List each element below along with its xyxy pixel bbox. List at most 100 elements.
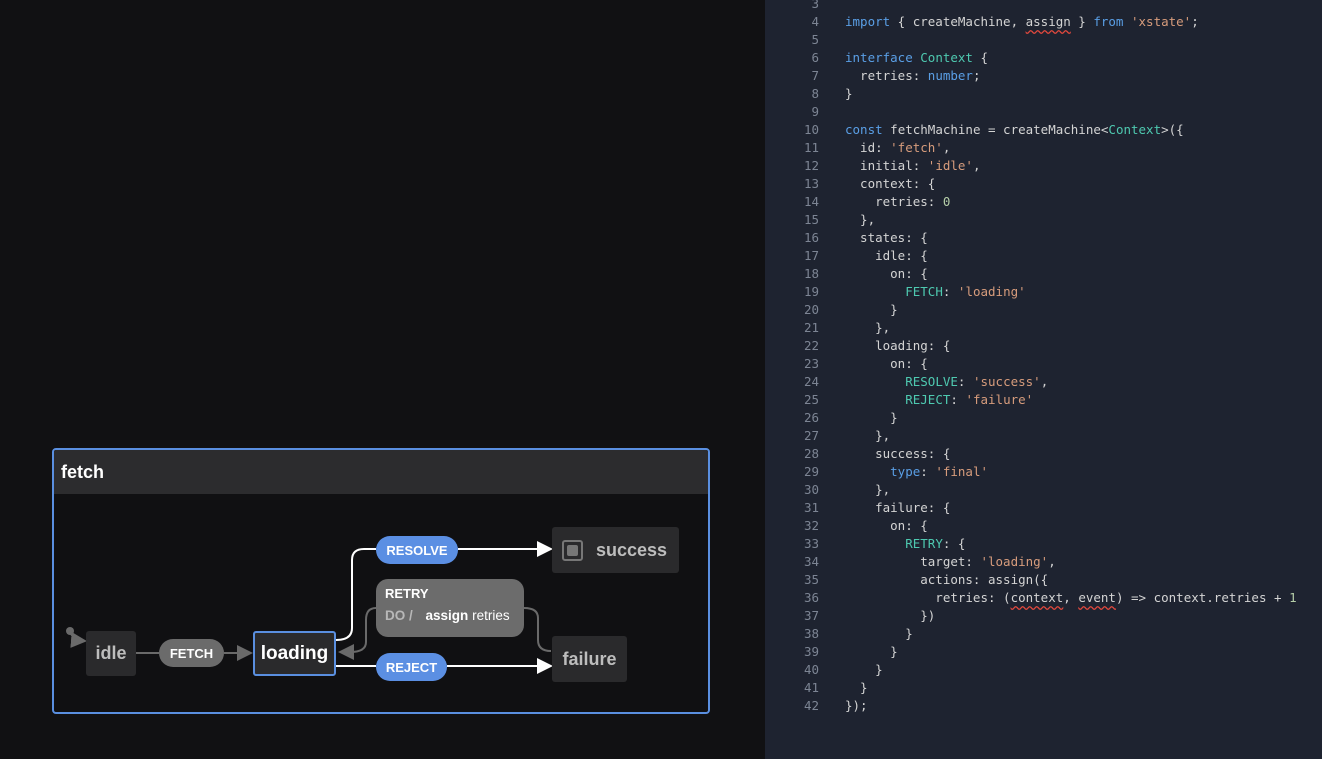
retry-action: DO / assign retries [385,608,515,623]
code-text: } [845,644,898,659]
code-line[interactable]: 40 } [765,661,1322,679]
code-line[interactable]: 7 retries: number; [765,67,1322,85]
code-text: }, [845,320,891,335]
code-line[interactable]: 15 }, [765,211,1322,229]
code-line[interactable]: 39 } [765,643,1322,661]
code-line[interactable]: 42}); [765,697,1322,715]
event-reject-label: REJECT [385,659,438,675]
code-text: retries: (context, event) => context.ret… [845,590,1297,605]
state-failure-label: failure [562,648,617,669]
code-line[interactable]: 29 type: 'final' [765,463,1322,481]
code-text: on: { [845,356,928,371]
code-line[interactable]: 17 idle: { [765,247,1322,265]
code-line[interactable]: 24 RESOLVE: 'success', [765,373,1322,391]
edge-retry-loading [338,607,377,660]
state-loading-label: loading [260,642,329,664]
code-text: actions: assign({ [845,572,1049,587]
state-loading[interactable]: loading [253,631,336,676]
code-line[interactable]: 27 }, [765,427,1322,445]
code-line[interactable]: 8} [765,85,1322,103]
code-text: interface Context { [845,50,989,65]
code-line[interactable]: 26 } [765,409,1322,427]
code-text: states: { [845,230,928,245]
code-text: target: 'loading', [845,554,1056,569]
line-number: 37 [803,608,819,623]
line-number: 14 [803,194,819,209]
code-text: }, [845,482,891,497]
code-line[interactable]: 35 actions: assign({ [765,571,1322,589]
code-line[interactable]: 41 } [765,679,1322,697]
retry-action-arg: retries [472,608,510,623]
line-number: 15 [803,212,819,227]
edge-loading-resolve [335,548,376,641]
line-number: 21 [803,320,819,335]
line-number: 31 [803,500,819,515]
line-number: 35 [803,572,819,587]
code-line[interactable]: 25 REJECT: 'failure' [765,391,1322,409]
code-line[interactable]: 36 retries: (context, event) => context.… [765,589,1322,607]
machine-fetch[interactable]: fetch [52,448,710,714]
code-line[interactable]: 12 initial: 'idle', [765,157,1322,175]
line-number: 39 [803,644,819,659]
line-number: 11 [803,140,819,155]
line-number: 8 [811,86,819,101]
code-line[interactable]: 16 states: { [765,229,1322,247]
statechart-canvas[interactable]: fetch [0,0,765,759]
line-number: 10 [803,122,819,137]
code-line[interactable]: 30 }, [765,481,1322,499]
retry-action-do: DO / [385,608,413,623]
state-idle[interactable]: idle [86,631,136,676]
code-line[interactable]: 13 context: { [765,175,1322,193]
code-line[interactable]: 3 [765,0,1322,13]
code-line[interactable]: 9 [765,103,1322,121]
line-number: 13 [803,176,819,191]
event-retry-label: RETRY [385,586,429,601]
code-text: FETCH: 'loading' [905,284,1026,299]
event-resolve[interactable]: RESOLVE [376,536,458,564]
line-number: 32 [803,518,819,533]
state-success[interactable]: success [552,527,679,573]
code-text: context: { [845,176,936,191]
code-line[interactable]: 18 on: { [765,265,1322,283]
code-text: }, [845,428,891,443]
line-number: 5 [811,32,819,47]
line-number: 23 [803,356,819,371]
line-number: 18 [803,266,819,281]
code-line[interactable]: 20 } [765,301,1322,319]
code-line[interactable]: 34 target: 'loading', [765,553,1322,571]
code-text: id: 'fetch', [845,140,951,155]
state-failure[interactable]: failure [552,636,627,682]
code-line[interactable]: 23 on: { [765,355,1322,373]
code-line[interactable]: 22 loading: { [765,337,1322,355]
line-number: 27 [803,428,819,443]
event-fetch[interactable]: FETCH [159,639,224,667]
code-text: } [845,410,898,425]
code-line[interactable]: 14 retries: 0 [765,193,1322,211]
state-idle-label: idle [95,643,127,663]
code-text: RETRY: { [905,536,966,551]
code-text: } [845,680,868,695]
code-line[interactable]: 37 }) [765,607,1322,625]
code-line[interactable]: 21 }, [765,319,1322,337]
code-text: type: 'final' [890,464,989,479]
code-line[interactable]: 5 [765,31,1322,49]
code-line[interactable]: 33 RETRY: { [765,535,1322,553]
code-text: } [845,626,913,641]
code-line[interactable]: 28 success: { [765,445,1322,463]
code-line[interactable]: 32 on: { [765,517,1322,535]
code-line[interactable]: 38 } [765,625,1322,643]
code-line[interactable]: 31 failure: { [765,499,1322,517]
code-text: failure: { [845,500,951,515]
line-number: 28 [803,446,819,461]
code-line[interactable]: 11 id: 'fetch', [765,139,1322,157]
code-text: } [845,302,898,317]
event-retry[interactable]: RETRY DO / assign retries [376,579,524,637]
event-reject[interactable]: REJECT [376,653,447,681]
code-text: idle: { [845,248,928,263]
line-number: 42 [803,698,819,713]
code-line[interactable]: 19 FETCH: 'loading' [765,283,1322,301]
